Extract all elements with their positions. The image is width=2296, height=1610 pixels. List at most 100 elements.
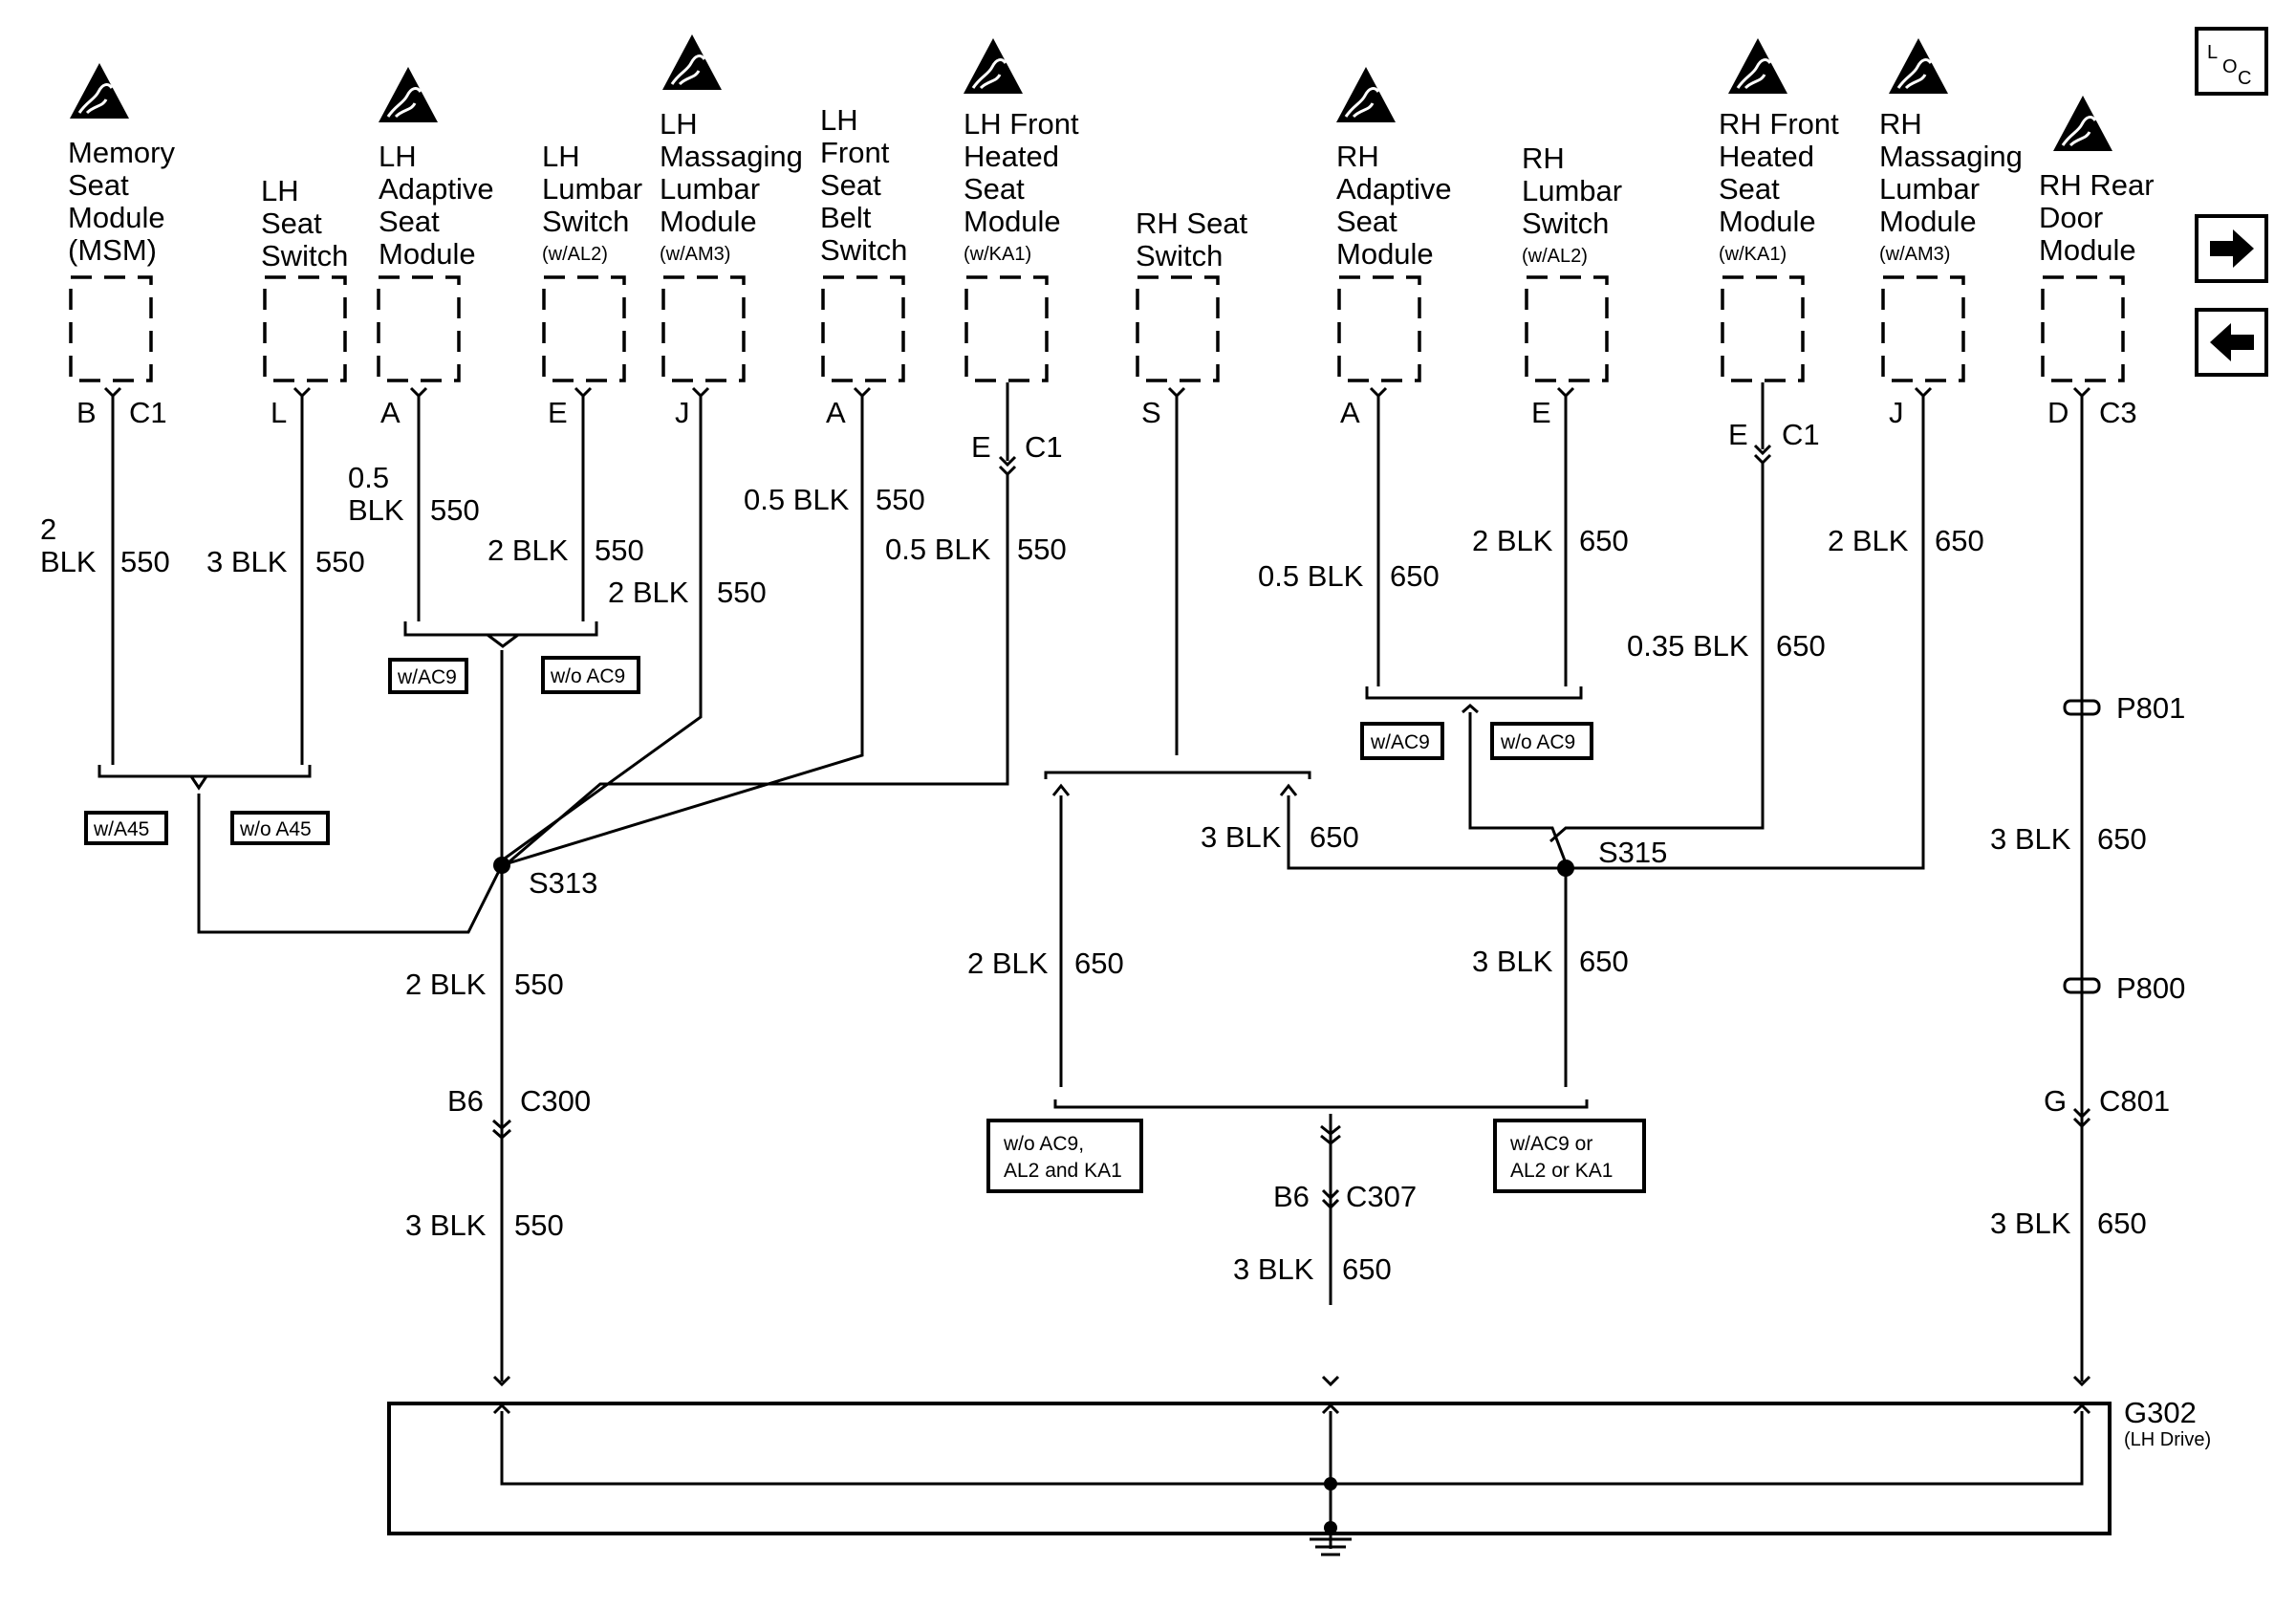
svg-text:(w/KA1): (w/KA1): [964, 244, 1031, 265]
component-rh-rear-door: RH Rear Door Module: [2039, 168, 2155, 267]
svg-text:2 BLK: 2 BLK: [1828, 524, 1909, 557]
svg-text:550: 550: [514, 1208, 564, 1242]
svg-text:D: D: [2047, 396, 2069, 429]
esd-icon: [962, 36, 1025, 96]
component-msm: Memory Seat Module (MSM): [68, 136, 175, 267]
option-w-a45: w/A45: [84, 811, 168, 845]
svg-text:Switch: Switch: [1136, 239, 1223, 272]
svg-text:w/o AC9: w/o AC9: [550, 665, 625, 687]
svg-text:BLK: BLK: [348, 493, 404, 527]
wire-labels: 2 BLK 550 3 BLK 550 0.5 BLK 550 2 BLK 55…: [40, 461, 2147, 1286]
component-rh-seat-switch: RH Seat Switch: [1136, 207, 1248, 272]
esd-icon: [377, 65, 440, 124]
ground-note: (LH Drive): [2124, 1429, 2211, 1450]
svg-text:3 BLK: 3 BLK: [1201, 820, 1282, 854]
svg-text:Seat: Seat: [964, 172, 1025, 206]
svg-text:(w/AM3): (w/AM3): [1879, 244, 1950, 265]
svg-text:650: 650: [1342, 1252, 1392, 1286]
svg-text:(w/AL2): (w/AL2): [542, 244, 608, 265]
splice-s315-dot: [1557, 859, 1574, 877]
svg-text:650: 650: [1074, 946, 1124, 980]
svg-text:650: 650: [1390, 559, 1440, 593]
component-lh-belt: LH Front Seat Belt Switch: [820, 103, 907, 267]
svg-text:550: 550: [430, 493, 480, 527]
svg-text:Lumbar: Lumbar: [1522, 174, 1622, 207]
svg-text:Belt: Belt: [820, 201, 872, 234]
svg-text:S313: S313: [529, 866, 597, 900]
svg-text:650: 650: [1579, 945, 1629, 978]
svg-text:RH: RH: [1879, 107, 1922, 141]
svg-text:L: L: [2207, 42, 2218, 63]
ground-junction-dot: [1324, 1477, 1337, 1490]
esd-icon: [1887, 36, 1950, 96]
svg-text:BLK: BLK: [40, 545, 97, 578]
left-arrow-icon[interactable]: [2195, 308, 2268, 377]
svg-text:w/o A45: w/o A45: [239, 818, 312, 840]
svg-text:Module: Module: [660, 205, 757, 238]
svg-text:Module: Module: [1719, 205, 1816, 238]
svg-text:Module: Module: [379, 237, 476, 271]
svg-text:Seat: Seat: [379, 205, 440, 238]
component-lh-seat-switch: LH Seat Switch: [261, 174, 348, 272]
svg-text:E: E: [1728, 418, 1748, 451]
option-w-ac9-left: w/AC9: [388, 658, 468, 694]
option-wo-ac9-right: w/o AC9: [1490, 722, 1593, 760]
svg-text:Switch: Switch: [820, 233, 907, 267]
svg-text:Switch: Switch: [261, 239, 348, 272]
svg-text:LH: LH: [660, 107, 698, 141]
svg-text:550: 550: [595, 533, 644, 567]
svg-text:2 BLK: 2 BLK: [405, 968, 487, 1001]
svg-text:RH: RH: [1522, 141, 1565, 175]
svg-text:w/o AC9: w/o AC9: [1500, 731, 1575, 753]
svg-text:C1: C1: [1025, 430, 1063, 464]
svg-text:B6: B6: [1273, 1180, 1310, 1213]
wires: [97, 382, 2091, 1556]
component-lh-adaptive: LH Adaptive Seat Module: [379, 140, 494, 271]
svg-text:Door: Door: [2039, 201, 2103, 234]
svg-text:Seat: Seat: [820, 168, 881, 202]
esd-icon: [2051, 94, 2114, 153]
svg-text:550: 550: [1017, 533, 1067, 566]
component-lh-lumbar: LH Lumbar Switch (w/AL2): [542, 140, 642, 265]
svg-text:J: J: [1889, 396, 1904, 429]
svg-text:0.5 BLK: 0.5 BLK: [885, 533, 991, 566]
svg-text:650: 650: [2097, 822, 2147, 856]
svg-text:2 BLK: 2 BLK: [967, 946, 1049, 980]
svg-text:2: 2: [40, 512, 56, 546]
svg-text:2 BLK: 2 BLK: [487, 533, 569, 567]
svg-text:(w/KA1): (w/KA1): [1719, 244, 1787, 265]
svg-text:650: 650: [1935, 524, 1984, 557]
option-w-ac9-right: w/AC9: [1360, 722, 1444, 760]
svg-text:Memory: Memory: [68, 136, 175, 169]
svg-text:w/AC9: w/AC9: [397, 666, 457, 688]
component-rh-heated: RH Front Heated Seat Module (w/KA1): [1719, 107, 1839, 265]
svg-text:Front: Front: [820, 136, 890, 169]
svg-text:550: 550: [120, 545, 170, 578]
svg-text:C: C: [2238, 68, 2251, 89]
component-rh-adaptive: RH Adaptive Seat Module: [1336, 140, 1452, 271]
passthrough-p801: P801: [2063, 691, 2185, 725]
ground-bus-box: [387, 1402, 2112, 1535]
option-wo-ac9-al2-ka1: w/o AC9, AL2 and KA1: [986, 1119, 1143, 1193]
svg-text:550: 550: [514, 968, 564, 1001]
svg-text:P800: P800: [2116, 971, 2185, 1005]
esd-icon: [68, 61, 131, 120]
ground-junction-dot: [1324, 1521, 1337, 1534]
svg-text:w/A45: w/A45: [93, 818, 149, 840]
component-boxes: [69, 275, 2125, 382]
option-w-ac9-or: w/AC9 or AL2 or KA1: [1493, 1119, 1646, 1193]
svg-text:B: B: [76, 396, 97, 429]
esd-icon: [661, 33, 724, 92]
svg-text:3 BLK: 3 BLK: [1472, 945, 1553, 978]
right-arrow-icon[interactable]: [2195, 214, 2268, 283]
svg-text:Lumbar: Lumbar: [660, 172, 760, 206]
svg-text:Module: Module: [964, 205, 1061, 238]
svg-text:Seat: Seat: [68, 168, 129, 202]
location-button[interactable]: L O C: [2195, 27, 2268, 96]
svg-text:P801: P801: [2116, 691, 2185, 725]
svg-text:AL2 and KA1: AL2 and KA1: [1004, 1160, 1122, 1182]
svg-text:RH Front: RH Front: [1719, 107, 1839, 141]
svg-text:w/o AC9,: w/o AC9,: [1003, 1133, 1084, 1155]
svg-text:Lumbar: Lumbar: [542, 172, 642, 206]
